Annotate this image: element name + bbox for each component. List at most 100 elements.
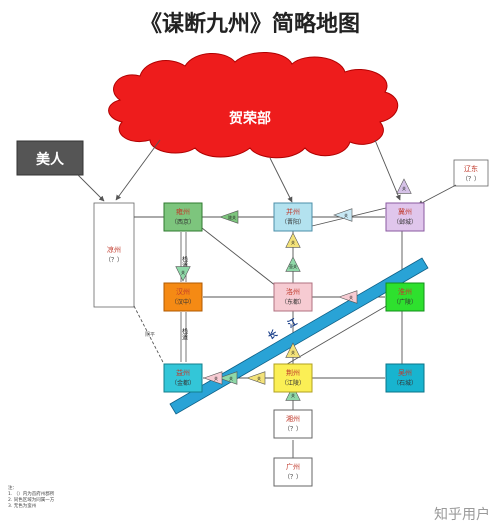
pass-6-marker: 关 [175,266,191,282]
pass-label: 陇关 [228,214,236,220]
liaodong-owner: （？） [462,176,480,183]
liangzhou-name: 凉州 [107,245,121,254]
node-wuzhou: 吴州 （石城） [385,363,425,393]
plank-road-top-label: 栈道 [181,255,188,269]
cloud-label: 贺荣部 [228,110,271,127]
node-name: 湘州 [286,414,300,423]
pass-8-marker: 关 [218,371,238,385]
herong-cloud: 贺荣部 [108,51,398,159]
node-owner: （汉中） [171,298,195,306]
pass-label: 关 [402,185,406,191]
pass-label: 关 [344,212,348,218]
node-name: 雍州 [176,207,190,216]
node-owner: （？） [284,426,302,433]
pass-1-marker: 陇关 [219,210,239,224]
watermark: 知乎用户 [434,507,490,523]
node-box [273,457,313,487]
node-owner: （西京） [171,218,195,226]
page-title: 《谋断九州》简略地图 [139,12,360,37]
node-box [385,282,425,312]
pass-4-marker: 关 [396,178,412,194]
node-jingzhou: 荆州 （江陵） [273,363,313,393]
nodes-layer: 雍州 （西京） 并州 （晋阳） 冀州 （邺城） 汉州 （汉中） 洛州 （东都） 淮州 （广陵） 益州 （金… [163,202,425,487]
node-owner: （东都） [281,298,305,306]
meiren-label: 美人 [36,151,65,168]
node-name: 汉州 [176,288,190,296]
node-yizhou: 益州 （金都） [163,363,203,393]
pass-label: 关 [291,239,295,245]
connector-lines [77,139,457,458]
pass-triangle [246,371,266,385]
pass-label: 壶关 [289,263,297,269]
note-line: 2. 同色区域为同属一方 [8,498,55,503]
pass-triangle [285,256,301,272]
node-huaizhou: 淮州 （广陵） [385,282,425,312]
note-line: 注： [8,486,17,491]
pass-triangle [285,342,301,358]
pass-label: 关 [214,375,218,381]
liangzhou-box: 凉州 （？） [93,202,135,308]
pass-10-marker: 关 [285,385,301,401]
pass-triangle [175,266,191,282]
node-name: 广州 [286,462,300,471]
pass-11-marker: 关 [285,342,301,358]
node-xiangzhou: 湘州 （？） [273,409,313,439]
pass-9-marker: 关 [246,371,266,385]
road-left-label: 阴平 [145,331,155,338]
passes-layer: 陇关壶关关关关关关关关关关关 [175,178,412,401]
node-box [385,363,425,393]
liangzhou-owner: （？） [105,257,123,264]
node-box [163,282,203,312]
pass-3-marker: 关 [333,208,353,222]
node-box [273,282,313,312]
node-name: 益州 [176,368,190,377]
node-bingzhou: 并州 （晋阳） [273,202,313,232]
node-guangzhou: 广州 （？） [273,457,313,487]
node-name: 洛州 [286,287,300,296]
node-box [163,202,203,232]
node-name: 淮州 [398,287,412,296]
pass-12-marker: 关 [203,371,223,385]
pass-label: 关 [291,349,295,355]
node-owner: （晋阳） [281,218,305,226]
pass-label: 关 [291,392,295,398]
node-box [385,202,425,232]
node-name: 吴州 [398,369,412,377]
pass-triangle [285,385,301,401]
node-name: 冀州 [398,207,412,216]
note-line: 3. 无色为蛮州 [8,504,37,509]
pass-triangle [338,290,358,304]
pass-label: 关 [181,269,185,275]
pass-triangle [333,208,353,222]
node-owner: （金都） [171,379,195,387]
node-name: 荆州 [286,368,300,377]
note-line: 1. （）内为首府州郡所 [8,492,55,497]
node-box [273,409,313,439]
pass-label: 关 [257,375,261,381]
pass-label: 关 [349,294,353,300]
node-owner: （石城） [393,380,417,387]
pass-triangle [285,232,301,248]
node-box [273,363,313,393]
node-hanzhou: 汉州 （汉中） [163,282,203,312]
node-owner: （邺城） [393,218,417,226]
meiren-box: 美人 [16,140,84,176]
node-owner: （江陵） [281,379,305,387]
pass-label: 关 [229,375,233,381]
pass-7-marker: 关 [338,290,358,304]
node-name: 并州 [286,207,300,216]
liaodong-name: 辽东 [464,164,478,173]
node-jizhou: 冀州 （邺城） [385,202,425,232]
node-box [163,363,203,393]
node-owner: （广陵） [393,298,417,306]
pass-triangle [396,178,412,194]
pass-triangle [219,210,239,224]
pass-triangle [203,371,223,385]
plank-road-bottom-label: 栈道 [181,327,188,341]
pass-2-marker: 壶关 [285,256,301,272]
pass-5-marker: 关 [285,232,301,248]
node-owner: （？） [284,474,302,481]
node-yongzhou: 雍州 （西京） [163,202,203,232]
